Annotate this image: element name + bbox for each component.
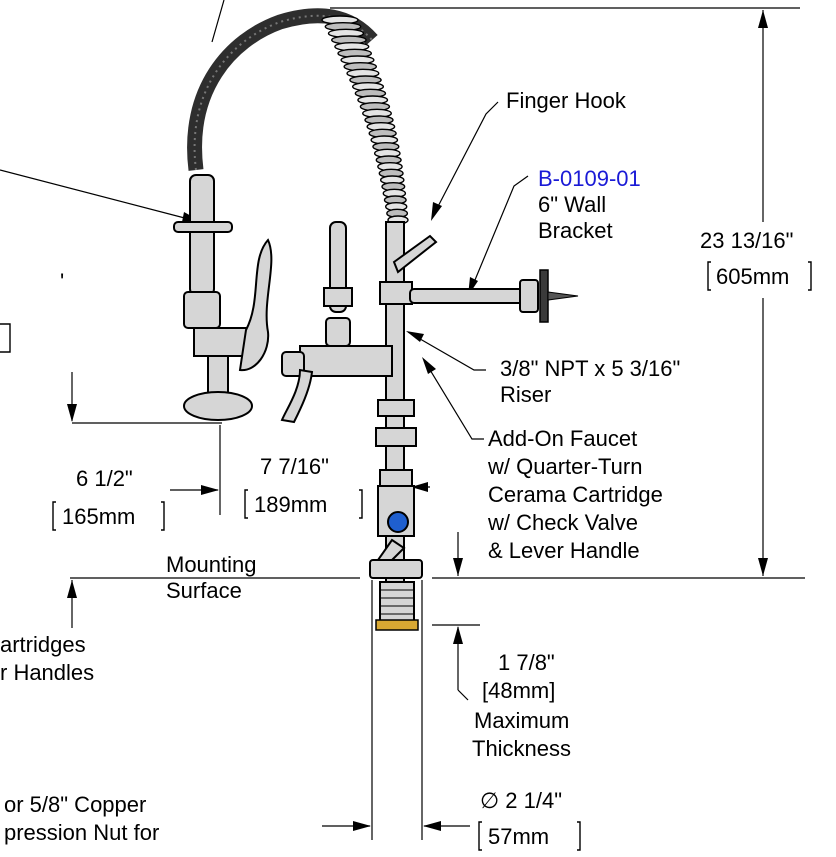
callouts: Finger Hook B-0109-01 6" Wall Bracket 23…	[0, 88, 812, 851]
bracket-label-line2: Bracket	[538, 218, 613, 243]
faucet-label-line3: Cerama Cartridge	[488, 482, 663, 507]
overall-height-inches: 23 13/16"	[700, 228, 793, 253]
faucet-label-line2: w/ Quarter-Turn	[487, 454, 642, 479]
finger-hook-label: Finger Hook	[506, 88, 627, 113]
wall-bracket	[409, 269, 579, 323]
riser-assembly	[369, 221, 423, 631]
overall-height-mm: 605mm	[716, 264, 789, 289]
dimension-lines	[67, 7, 805, 840]
mounting-surface-line1: Mounting	[166, 552, 257, 577]
faucet-reach-inches: 7 7/16"	[260, 454, 329, 479]
thickness-label-line1: Maximum	[474, 708, 569, 733]
base-diameter-inches: ∅ 2 1/4"	[480, 788, 562, 813]
faucet-label-line5: & Lever Handle	[488, 538, 640, 563]
faucet-label-line4: w/ Check Valve	[487, 510, 638, 535]
mounting-surface-line2: Surface	[166, 578, 242, 603]
pre-rinse-hose	[187, 8, 409, 225]
copper-label-line2: pression Nut for	[4, 820, 159, 845]
bracket-label-line1: 6" Wall	[538, 192, 606, 217]
finger-hook	[392, 234, 438, 274]
thickness-mm: [48mm]	[482, 678, 555, 703]
riser-label-line2: Riser	[500, 382, 551, 407]
thickness-label-line2: Thickness	[472, 736, 571, 761]
cut-off-left-label: '	[60, 269, 64, 294]
faucet-reach-mm: 189mm	[254, 492, 327, 517]
add-on-faucet	[280, 221, 393, 424]
base-diameter-mm: 57mm	[488, 824, 549, 849]
faucet-label-line1: Add-On Faucet	[488, 426, 637, 451]
cartridges-label-line2: r Handles	[0, 660, 94, 685]
copper-label-line1: or 5/8" Copper	[4, 792, 146, 817]
handle-indicator-icon	[387, 511, 409, 533]
cartridges-label-line1: artridges	[0, 632, 86, 657]
bracket-part-number-link[interactable]: B-0109-01	[538, 166, 641, 191]
spray-reach-mm: 165mm	[62, 504, 135, 529]
lock-nut	[375, 619, 419, 631]
spray-reach-inches: 6 1/2"	[76, 466, 133, 491]
thickness-inches: 1 7/8"	[498, 650, 555, 675]
callout-leaders	[0, 0, 529, 440]
overhead-spring	[321, 15, 409, 225]
spray-valve	[173, 174, 273, 421]
riser-label-line1: 3/8" NPT x 5 3/16"	[500, 356, 680, 381]
